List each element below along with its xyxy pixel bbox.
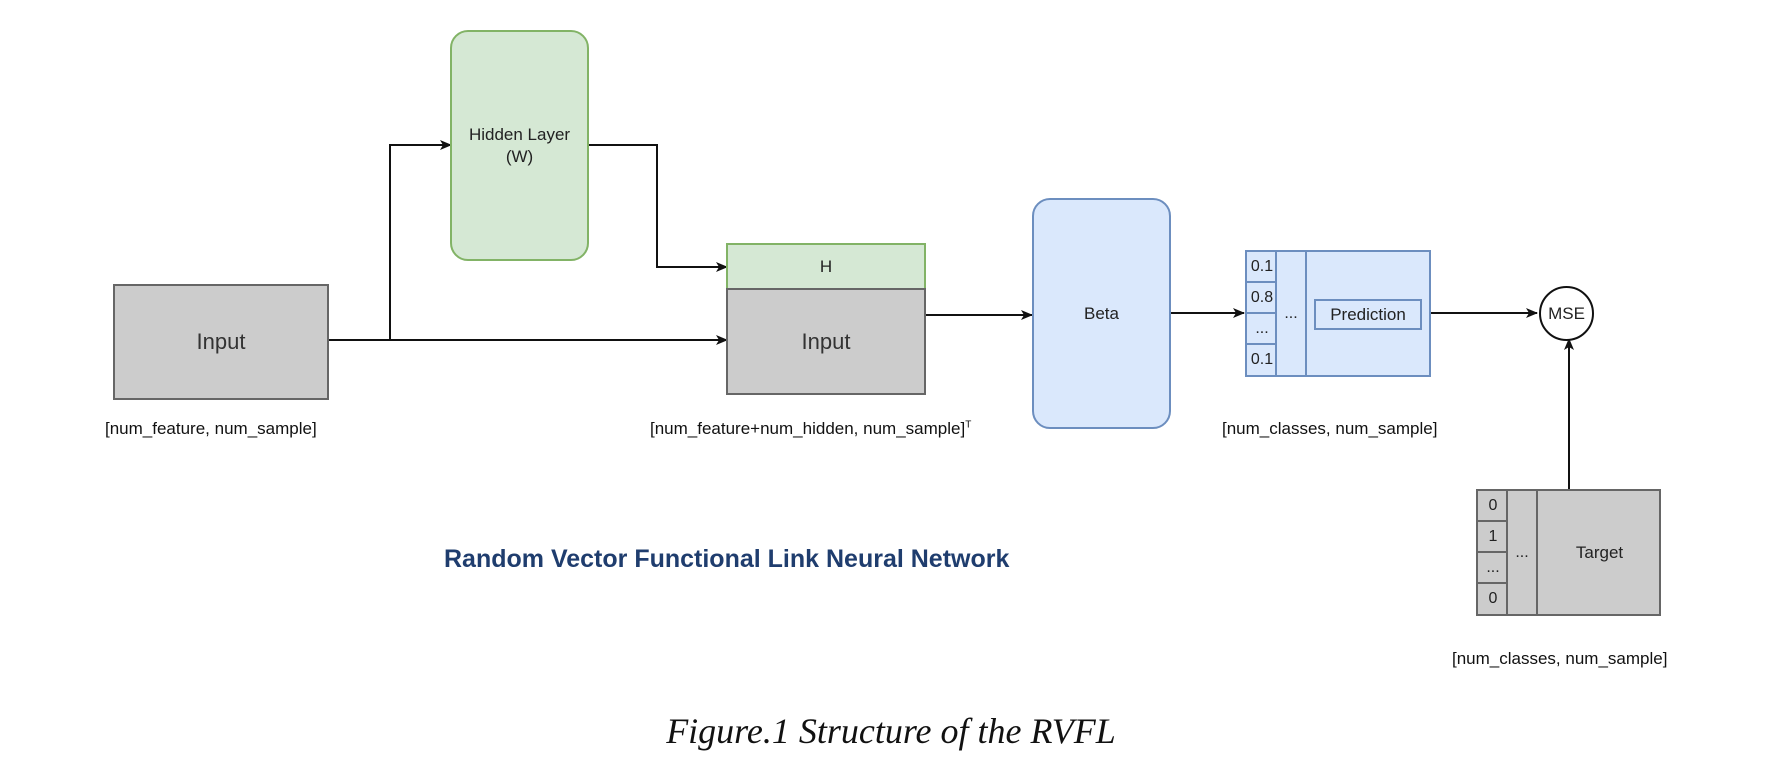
diagram-title: Random Vector Functional Link Neural Net… [444, 545, 1010, 573]
beta-node: Beta [1032, 198, 1171, 429]
prediction-matrix: 0.1 0.8 ... 0.1 ... Prediction [1245, 250, 1431, 377]
prediction-cell: 0.1 [1247, 252, 1277, 283]
prediction-cell: ... [1247, 314, 1277, 345]
transpose-mark: T [965, 419, 972, 431]
target-cell: 1 [1478, 522, 1508, 553]
figure-caption: Figure.1 Structure of the RVFL [666, 711, 1116, 751]
prediction-ellipsis-column: ... [1277, 252, 1307, 375]
hidden-layer-node: Hidden Layer (W) [450, 30, 589, 261]
mse-label: MSE [1548, 303, 1585, 323]
target-first-column: 0 1 ... 0 [1478, 491, 1508, 614]
target-cell: ... [1478, 553, 1508, 584]
hidden-layer-label: Hidden Layer (W) [468, 124, 571, 166]
input-node-label: Input [196, 329, 246, 354]
target-label: Target [1575, 542, 1624, 562]
target-cell: 0 [1488, 590, 1498, 607]
target-ellipsis-column: ... [1508, 491, 1538, 614]
h-block: H [726, 243, 926, 290]
h-block-label: H [819, 256, 833, 276]
edge-hidden-to-h [588, 144, 728, 272]
edge-input-to-hidden [389, 140, 452, 340]
input-node: Input [113, 284, 329, 400]
target-matrix: 0 1 ... 0 ... Target [1476, 489, 1661, 616]
prediction-first-column: 0.1 0.8 ... 0.1 [1247, 252, 1277, 375]
concat-shape-label: [num_feature+num_hidden, num_sample]T [650, 419, 971, 439]
target-shape-label: [num_classes, num_sample] [1452, 649, 1668, 668]
mse-node: MSE [1539, 286, 1594, 341]
prediction-cell: 0.8 [1247, 283, 1277, 314]
beta-label: Beta [1084, 303, 1119, 323]
concat-shape-text: [num_feature+num_hidden, num_sample] [650, 419, 966, 438]
concat-input-block: Input [726, 288, 926, 395]
input-shape-label: [num_feature, num_sample] [105, 419, 317, 438]
prediction-cell: 0.1 [1250, 351, 1274, 368]
prediction-label: Prediction [1314, 299, 1422, 330]
concat-input-label: Input [801, 328, 851, 354]
prediction-shape-label: [num_classes, num_sample] [1222, 419, 1438, 438]
target-cell: 0 [1478, 491, 1508, 522]
